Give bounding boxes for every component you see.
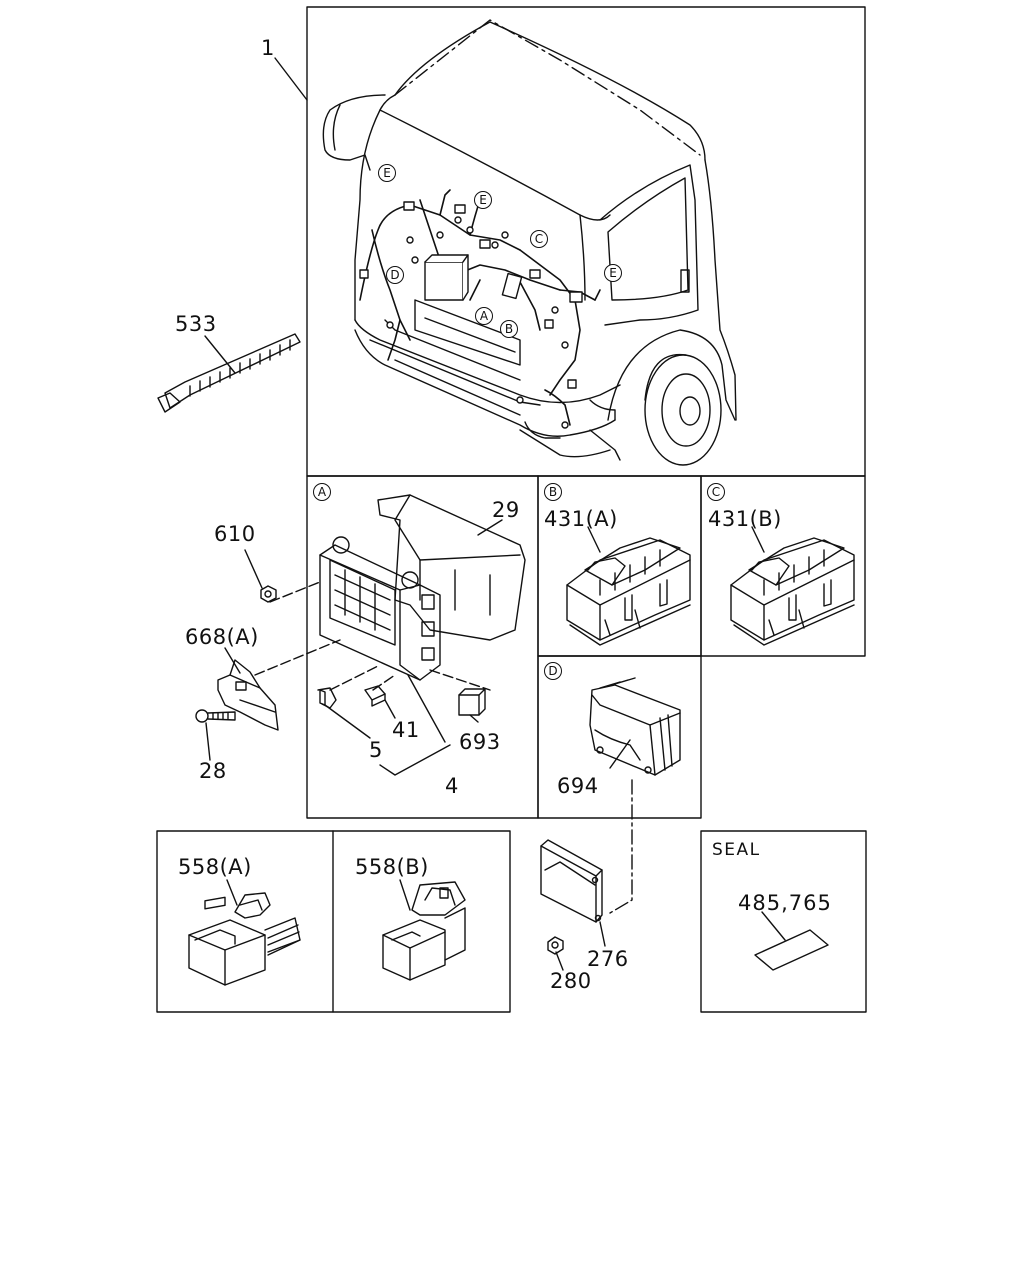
part-label-694: 694 bbox=[557, 774, 599, 798]
relay-431a-icon bbox=[567, 538, 690, 645]
seal-title: SEAL bbox=[712, 840, 761, 860]
seal-frame bbox=[701, 831, 866, 1012]
part-label-558a: 558(A) bbox=[178, 855, 252, 879]
panel-marker-d: D bbox=[544, 662, 562, 680]
marker-a: A bbox=[475, 307, 493, 325]
part-label-431a: 431(A) bbox=[544, 507, 618, 531]
marker-c: C bbox=[530, 230, 548, 248]
connector-558b-icon bbox=[383, 882, 465, 980]
part-label-485-765: 485,765 bbox=[738, 891, 832, 915]
part-label-668a: 668(A) bbox=[185, 625, 259, 649]
truck-cab-outline bbox=[323, 20, 736, 465]
bracket-668a-icon bbox=[218, 660, 278, 730]
part-label-29: 29 bbox=[492, 498, 520, 522]
part-label-558b: 558(B) bbox=[355, 855, 429, 879]
marker-e-left: E bbox=[378, 164, 396, 182]
bolt-28-icon bbox=[196, 710, 235, 722]
marker-d: D bbox=[386, 266, 404, 284]
part-label-610: 610 bbox=[214, 522, 256, 546]
panel-marker-c: C bbox=[707, 483, 725, 501]
part-label-1: 1 bbox=[261, 36, 275, 60]
marker-b: B bbox=[500, 320, 518, 338]
fuse-relay-box bbox=[318, 495, 525, 715]
cable-tie-icon bbox=[158, 334, 300, 412]
seal-label-icon bbox=[755, 930, 828, 970]
part-label-280: 280 bbox=[550, 969, 592, 993]
ecu-694-icon bbox=[590, 678, 680, 775]
connector-558a-icon bbox=[189, 893, 300, 985]
main-view-frame bbox=[307, 7, 865, 476]
panel-marker-a: A bbox=[313, 483, 331, 501]
ecu-276-icon bbox=[541, 840, 602, 922]
harness-connectors bbox=[360, 202, 582, 428]
relay-431b-icon bbox=[731, 538, 854, 645]
detail-a-frame bbox=[307, 476, 538, 818]
part-label-28: 28 bbox=[199, 759, 227, 783]
nut-280-icon bbox=[548, 937, 563, 954]
part-label-431b: 431(B) bbox=[708, 507, 782, 531]
panel-marker-b: B bbox=[544, 483, 562, 501]
detail-d-frame bbox=[538, 656, 701, 818]
marker-e-right: E bbox=[604, 264, 622, 282]
part-label-5: 5 bbox=[369, 738, 383, 762]
part-label-693: 693 bbox=[459, 730, 501, 754]
part-label-4: 4 bbox=[445, 774, 459, 798]
detail-c-frame bbox=[701, 476, 865, 656]
nut-610-icon bbox=[261, 586, 276, 602]
part-label-533: 533 bbox=[175, 312, 217, 336]
part-label-41: 41 bbox=[392, 718, 420, 742]
part-label-276: 276 bbox=[587, 947, 629, 971]
marker-e-center: E bbox=[474, 191, 492, 209]
